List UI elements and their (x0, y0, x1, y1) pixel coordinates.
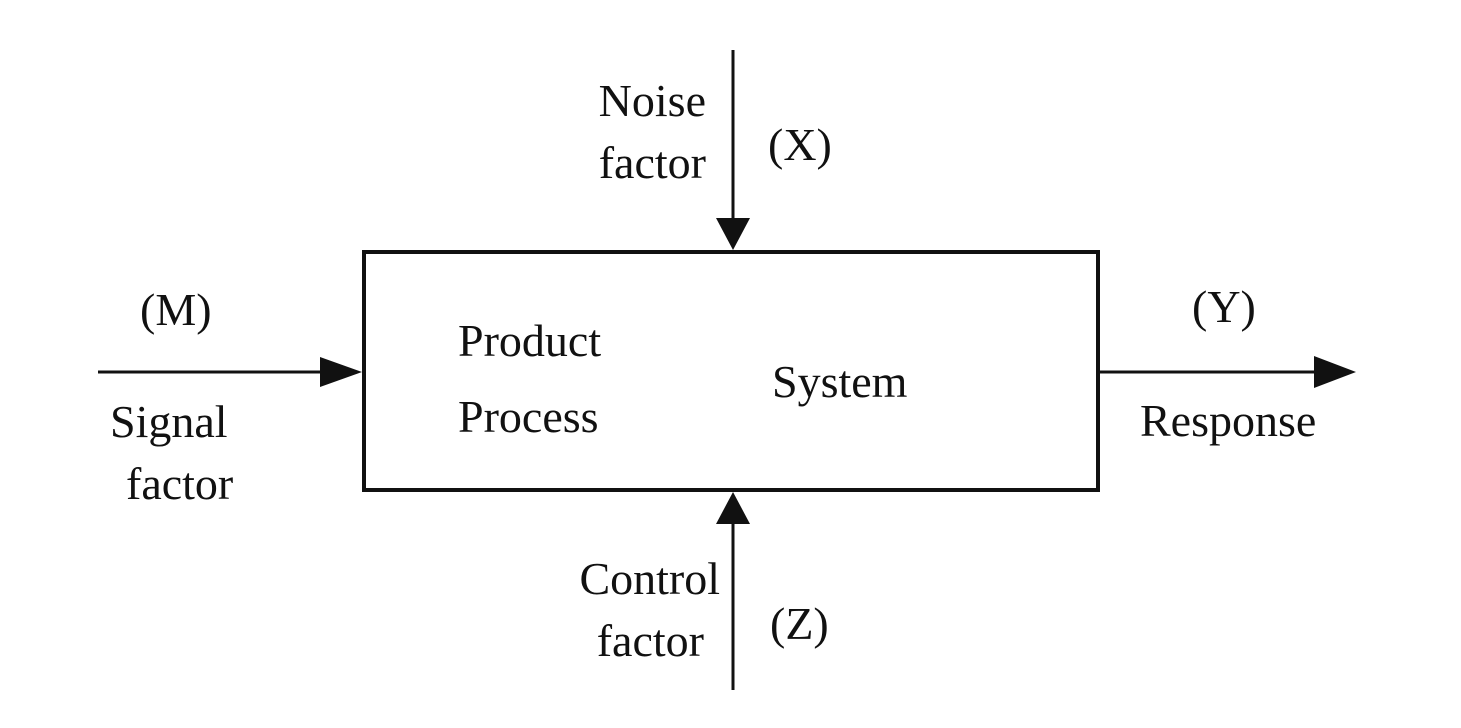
response-label: Response (1140, 395, 1317, 446)
box-label-product-process: Product Process (458, 310, 601, 448)
signal-arrowhead (320, 357, 362, 387)
noise-arrowhead (716, 218, 750, 250)
control-arrowhead (716, 492, 750, 524)
control-symbol: (Z) (770, 598, 829, 649)
response-arrowhead (1314, 356, 1356, 388)
box-label-line2: Process (458, 391, 599, 442)
control-label-line1: Control (579, 553, 720, 604)
noise-label-line2: factor (598, 137, 706, 188)
box-label-line1: Product (458, 315, 602, 366)
noise-label-line1: Noise (598, 75, 706, 126)
signal-label-line1: Signal (110, 396, 228, 447)
box-label-system: System (772, 356, 908, 407)
response-symbol: (Y) (1192, 281, 1256, 332)
system-box (362, 250, 1100, 492)
control-label: Control factor (480, 548, 720, 672)
control-label-line2: factor (596, 615, 704, 666)
signal-label-line2: factor (126, 458, 234, 509)
noise-label: Noise factor (480, 70, 706, 194)
signal-symbol: (M) (140, 284, 212, 335)
signal-label: Signal factor (110, 391, 233, 515)
noise-symbol: (X) (768, 119, 832, 170)
